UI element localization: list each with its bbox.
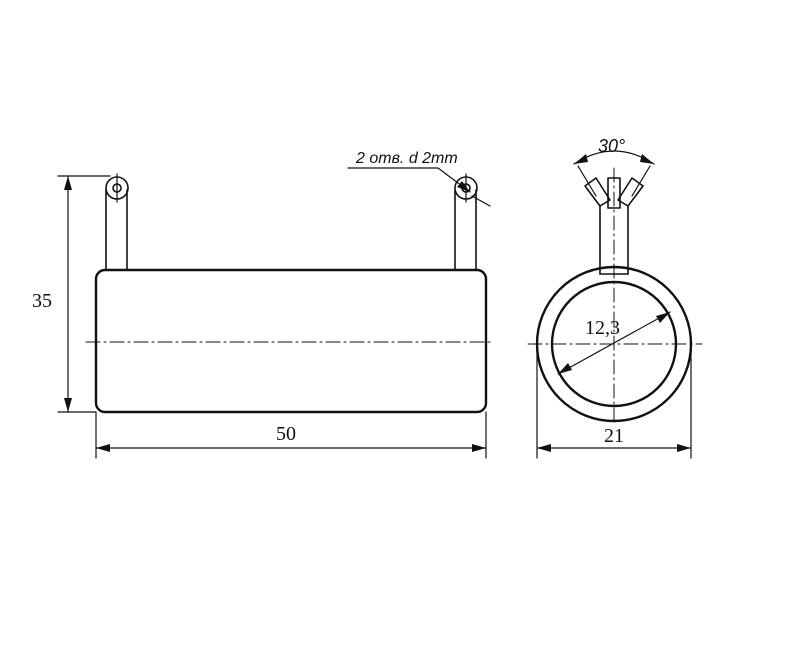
angle-label: 30° [598,136,625,156]
front-view: 35 50 2 отв. d 2mm [32,150,495,459]
hole-note-leader [347,167,491,207]
height-label: 35 [32,290,52,312]
outer-diameter-dimension [536,343,692,459]
angle-dimension [573,150,655,197]
height-dimension [57,175,111,413]
resistor-body [94,268,488,414]
side-terminal [584,177,644,275]
hole-note: 2 отв. d 2mm [355,150,458,167]
inner-diameter-label: 12,3 [585,317,620,339]
inner-diameter-dimension [557,311,671,375]
outer-diameter-label: 21 [604,425,624,447]
left-terminal [105,173,129,271]
length-dimension [95,411,487,459]
length-label: 50 [276,423,296,445]
side-view: 30° 12,3 21 [527,136,703,459]
